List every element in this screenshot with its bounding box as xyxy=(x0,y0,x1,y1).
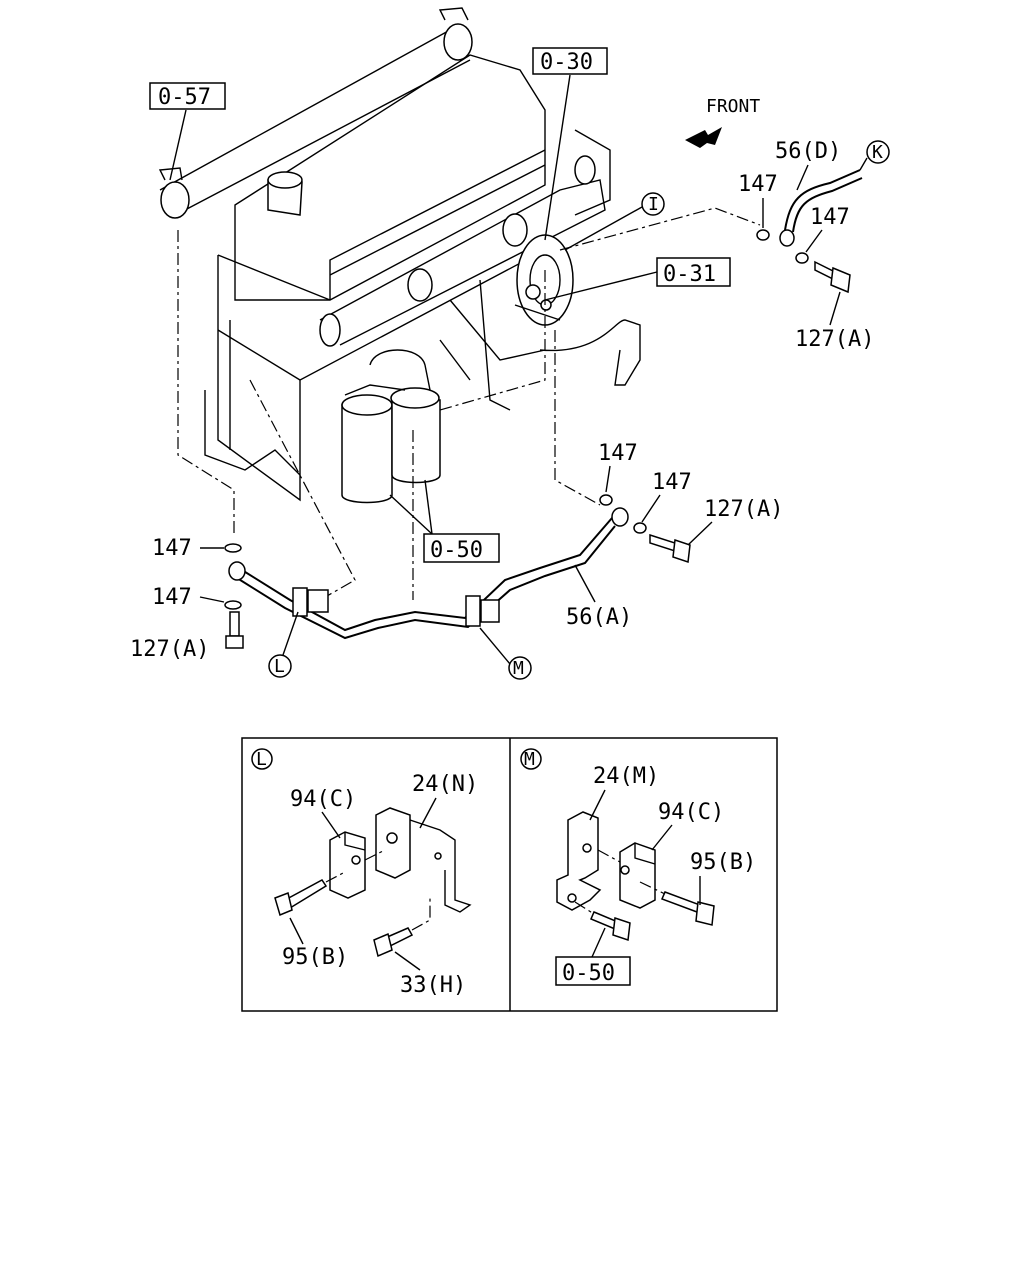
label-127a-right: 127(A) xyxy=(795,327,874,352)
label-147-f: 147 xyxy=(152,585,192,610)
svg-text:0-31: 0-31 xyxy=(663,262,716,287)
label-33h: 33(H) xyxy=(400,973,466,998)
oil-pipe-56a xyxy=(228,507,629,640)
detail-M: M 24(M) 94(C) 95(B) 0-50 xyxy=(520,748,756,986)
ref-box-0-50-main: 0-50 xyxy=(423,533,500,563)
svg-text:M: M xyxy=(524,749,535,770)
label-95b-M: 95(B) xyxy=(690,850,756,875)
callout-I: I xyxy=(641,192,665,216)
label-147-c: 147 xyxy=(598,441,638,466)
right-fittings xyxy=(599,494,691,564)
svg-text:K: K xyxy=(872,142,883,163)
label-95b-L: 95(B) xyxy=(282,945,348,970)
front-arrow xyxy=(685,127,722,148)
left-fittings xyxy=(224,543,244,649)
svg-text:0-57: 0-57 xyxy=(158,85,211,110)
label-127a-left: 127(A) xyxy=(130,637,209,662)
svg-text:M: M xyxy=(513,658,524,679)
leader-lines xyxy=(177,207,761,601)
label-24n: 24(N) xyxy=(412,772,478,797)
front-label: FRONT xyxy=(706,96,760,117)
engine-assembly xyxy=(158,7,641,504)
ref-box-0-31: 0-31 xyxy=(656,257,731,287)
svg-text:0-50: 0-50 xyxy=(430,538,483,563)
label-127a-mid: 127(A) xyxy=(704,497,783,522)
label-147-a: 147 xyxy=(738,172,778,197)
ref-box-0-30: 0-30 xyxy=(532,47,608,75)
label-94c-M: 94(C) xyxy=(658,800,724,825)
label-147-d: 147 xyxy=(652,470,692,495)
callout-L: L xyxy=(268,654,292,678)
svg-text:0-30: 0-30 xyxy=(540,50,593,75)
svg-text:I: I xyxy=(648,194,659,215)
detail-L: L 94(C) 24(N) 95(B) 33(H) xyxy=(251,748,478,998)
oil-pipe-56d xyxy=(756,169,863,294)
label-56a: 56(A) xyxy=(566,605,632,630)
svg-text:L: L xyxy=(256,749,267,770)
label-24m: 24(M) xyxy=(593,764,659,789)
callout-K: K xyxy=(866,140,890,164)
ref-box-0-57: 0-57 xyxy=(149,82,226,110)
label-94c-L: 94(C) xyxy=(290,787,356,812)
svg-text:L: L xyxy=(274,656,285,677)
label-56d: 56(D) xyxy=(775,139,841,164)
label-147-b: 147 xyxy=(810,205,850,230)
ref-box-0-50-inset: 0-50 xyxy=(562,961,615,986)
callout-M: M xyxy=(508,656,532,680)
label-147-e: 147 xyxy=(152,536,192,561)
